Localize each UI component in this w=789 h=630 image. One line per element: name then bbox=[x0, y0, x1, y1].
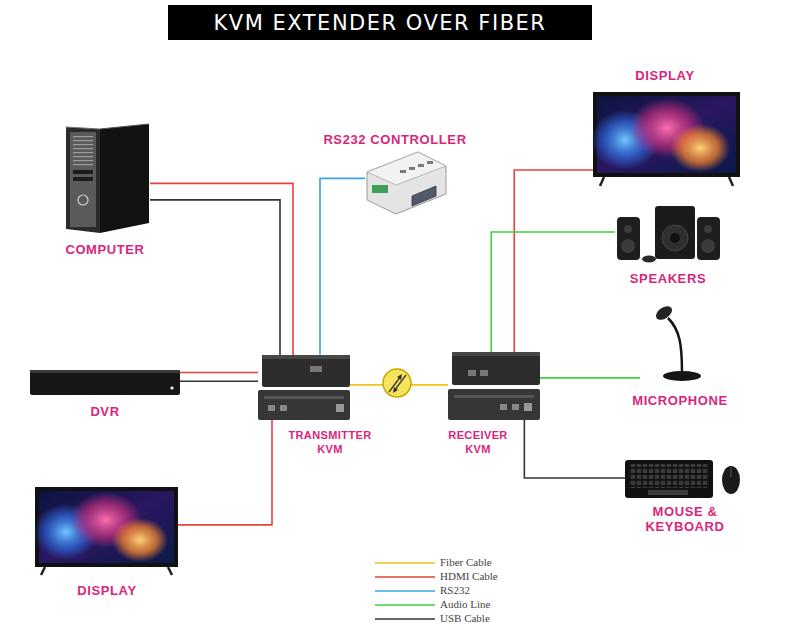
transmitter-unit bbox=[258, 355, 350, 420]
rs232-controller-device bbox=[367, 152, 446, 214]
device-label: RS232 CONTROLLER bbox=[323, 132, 466, 147]
title-banner: KVM EXTENDER OVER FIBER bbox=[168, 5, 592, 40]
legend-text: HDMI Cable bbox=[440, 570, 498, 583]
receiver-unit bbox=[448, 352, 540, 420]
device-label: TRANSMITTER KVM bbox=[280, 428, 380, 456]
speakers-node: SPEAKERS bbox=[615, 205, 721, 262]
legend-text: Audio Line bbox=[440, 598, 490, 611]
cable-line bbox=[150, 200, 280, 355]
cable-line bbox=[491, 232, 615, 352]
microphone-node: MICROPHONE bbox=[640, 303, 720, 383]
legend-line-sample bbox=[375, 590, 435, 592]
display-monitor bbox=[591, 92, 740, 186]
device-label: SPEAKERS bbox=[630, 271, 706, 286]
dvr-node: DVR bbox=[30, 370, 180, 395]
cable-line bbox=[540, 377, 640, 379]
display-node: DISPLAY bbox=[35, 487, 178, 575]
computer-node: COMPUTER bbox=[65, 124, 150, 234]
display-monitor bbox=[34, 487, 178, 575]
transmitter-node: TRANSMITTER KVM bbox=[258, 355, 350, 420]
fiber-coupler bbox=[383, 369, 411, 397]
legend-line-sample bbox=[375, 604, 435, 606]
cable-line bbox=[180, 372, 258, 374]
legend-line-sample bbox=[375, 562, 435, 564]
device-label: DVR bbox=[90, 404, 119, 419]
display-node: DISPLAY bbox=[593, 92, 740, 186]
cable-line bbox=[150, 183, 293, 355]
cable-line bbox=[524, 420, 625, 478]
legend-text: USB Cable bbox=[440, 612, 490, 625]
legend-text: RS232 bbox=[440, 584, 470, 597]
speaker-set bbox=[617, 206, 720, 263]
keyboard-mouse bbox=[625, 460, 740, 498]
device-label: MICROPHONE bbox=[632, 393, 728, 408]
rs232-node: RS232 CONTROLLER bbox=[365, 150, 447, 216]
cable-line bbox=[180, 380, 258, 382]
dvr-recorder bbox=[30, 370, 180, 395]
cable-line bbox=[320, 178, 365, 355]
device-label: DISPLAY bbox=[635, 68, 694, 83]
device-label: DISPLAY bbox=[77, 583, 136, 598]
legend-text: Fiber Cable bbox=[440, 556, 492, 569]
title-text: KVM EXTENDER OVER FIBER bbox=[214, 11, 547, 35]
device-label: MOUSE & KEYBOARD bbox=[635, 504, 735, 534]
keyboard-node: MOUSE & KEYBOARD bbox=[625, 458, 745, 500]
receiver-node: RECEIVER KVM bbox=[448, 352, 540, 420]
device-label: RECEIVER KVM bbox=[438, 428, 518, 456]
cable-line bbox=[514, 170, 593, 352]
device-label: COMPUTER bbox=[65, 242, 144, 257]
microphone-device bbox=[653, 303, 701, 381]
cable-line bbox=[178, 420, 272, 525]
computer-tower bbox=[66, 124, 149, 233]
legend-line-sample bbox=[375, 576, 435, 578]
legend-line-sample bbox=[375, 618, 435, 620]
